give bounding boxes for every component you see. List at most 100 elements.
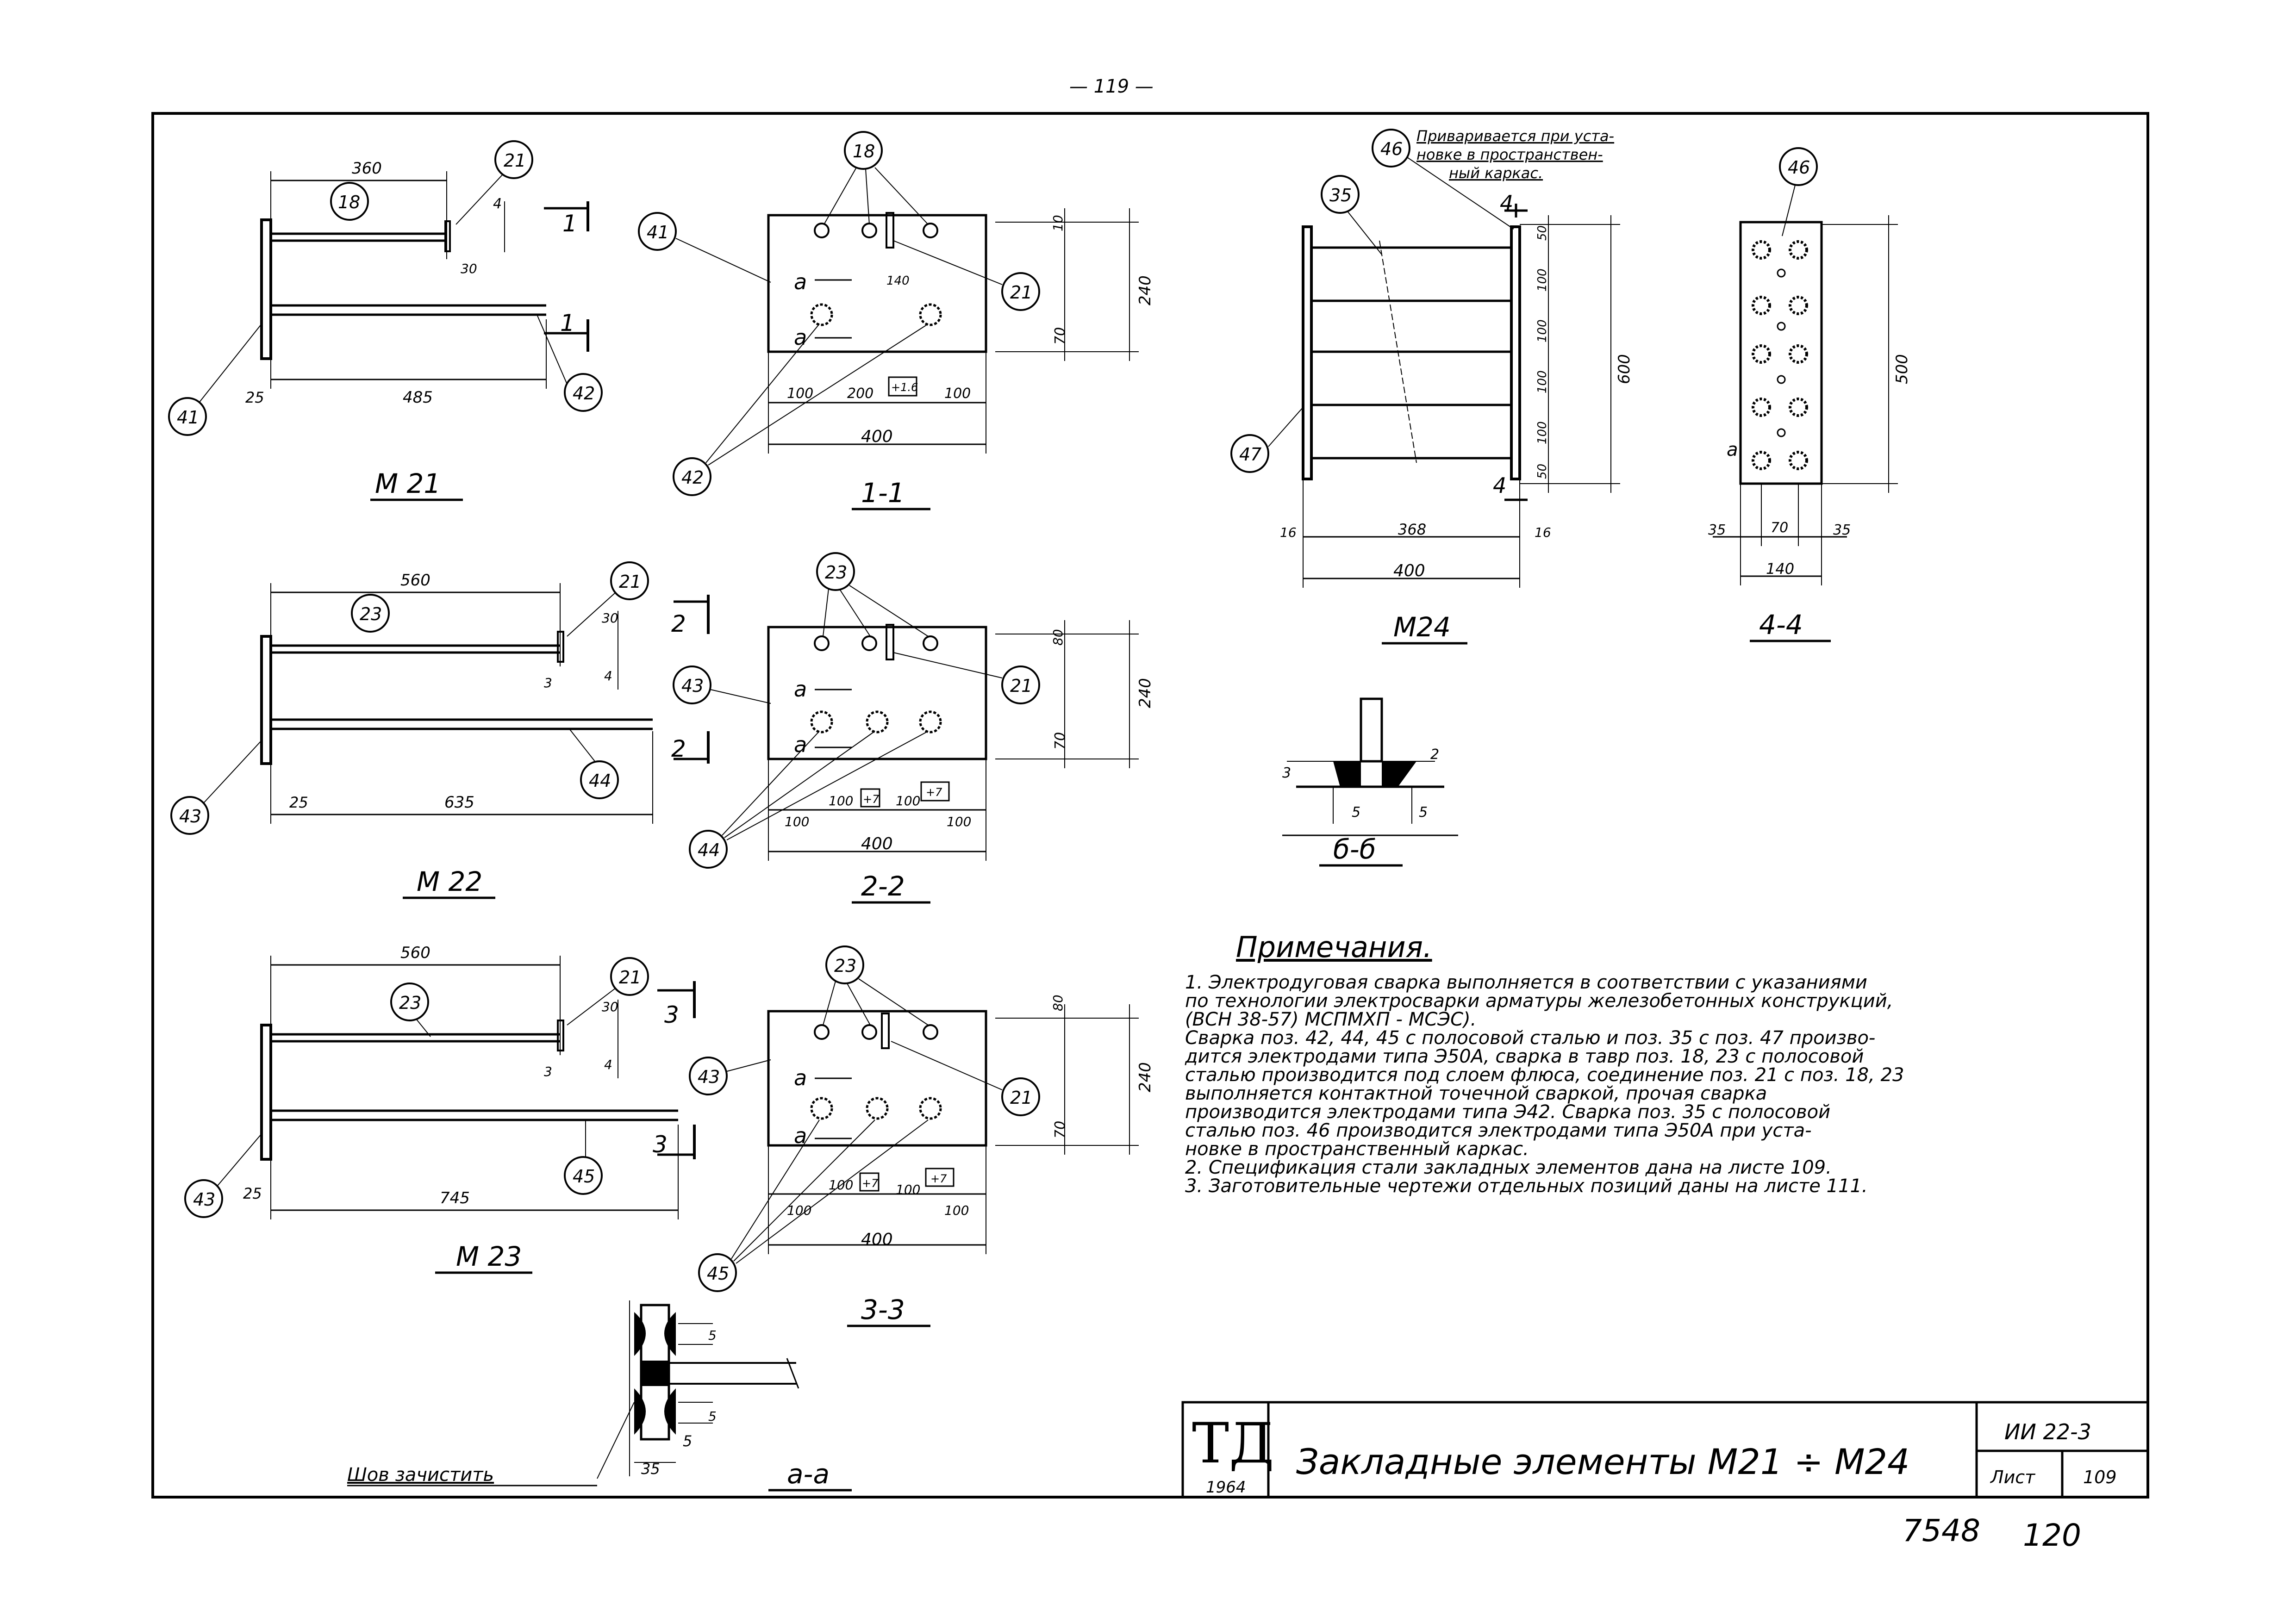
- section-1-1: а а 240 70 10 100 200 +1.6 100 140 400 1…: [638, 131, 1154, 510]
- m24-dim-50a: 50: [1535, 225, 1549, 241]
- s22-dim-70: 70: [1052, 732, 1068, 750]
- pos-21-m23: 21: [619, 967, 641, 988]
- s22-mark-a1: а: [794, 677, 807, 702]
- notes-line: 2. Спецификация стали закладных элементо…: [1185, 1157, 1832, 1178]
- m21-cut-1-bot: 1: [560, 310, 575, 336]
- sheet-frame: [151, 112, 2149, 1499]
- title-sec-bb: б-б: [1333, 833, 1376, 865]
- pos-43-s33: 43: [698, 1067, 720, 1087]
- pos-45-m23: 45: [573, 1166, 595, 1187]
- s44-dim-500: 500: [1893, 354, 1911, 384]
- s44-dim-35a: 35: [1708, 522, 1726, 538]
- m22-cut-2-top: 2: [671, 610, 686, 637]
- bb-dim-5a: 5: [1352, 804, 1360, 821]
- m21-dim-4: 4: [493, 196, 502, 212]
- m21-cut-1-top: 1: [562, 210, 577, 237]
- s11-dim-100a: 100: [787, 386, 813, 402]
- s33-mark-a2: а: [794, 1123, 807, 1148]
- pos-43-s22: 43: [681, 676, 704, 696]
- m23-dim-3: 3: [544, 1064, 552, 1079]
- s22-weld-tag2: +7: [926, 786, 942, 799]
- pos-18-m21: 18: [338, 192, 360, 212]
- m23-elevation: 560 25 745 30 3 4 3 3 23 21 43 45 М 23: [184, 944, 696, 1274]
- m21-dim-30: 30: [461, 261, 477, 276]
- notes-line: Сварка поз. 42, 44, 45 с полосовой сталь…: [1185, 1027, 1876, 1049]
- pos-23-m23: 23: [399, 993, 421, 1013]
- pos-42-s11: 42: [681, 467, 704, 488]
- pos-23-m22: 23: [360, 604, 382, 624]
- title-m22: М 22: [417, 866, 482, 897]
- m21-dim-360: 360: [352, 159, 382, 178]
- pos-42-m21: 42: [573, 383, 595, 404]
- m24-cut-4-bot: 4: [1493, 473, 1506, 498]
- m23-dim-30: 30: [602, 999, 618, 1014]
- notes-line: по технологии электросварки арматуры жел…: [1185, 990, 1893, 1012]
- welded-note-1: Приваривается при уста-: [1416, 127, 1614, 145]
- notes-line: производится электродами типа Э42. Сварк…: [1185, 1101, 1831, 1123]
- s11-dim-140: 140: [886, 274, 910, 288]
- s11-mark-a1: а: [794, 269, 807, 294]
- s33-mark-a1: а: [794, 1065, 807, 1090]
- bb-dim-5b: 5: [1419, 804, 1428, 821]
- notes-line: сталью производится под слоем флюса, сое…: [1185, 1064, 1904, 1086]
- pos-45-s33: 45: [707, 1263, 729, 1284]
- s33-dim-100b: 100: [896, 1182, 920, 1197]
- m24-dim-16b: 16: [1535, 525, 1551, 540]
- s11-dim-200: 200: [847, 386, 873, 402]
- m21-dim-485: 485: [403, 388, 433, 407]
- s22-dim-100d: 100: [947, 814, 971, 829]
- s22-weld-tag1: +7: [863, 793, 880, 806]
- notes-line: выполняется контактной точечной сваркой,…: [1185, 1083, 1767, 1104]
- s33-weld-tag1: +7: [862, 1177, 879, 1190]
- notes-block: Примечания. 1. Электродуговая сварка вып…: [1185, 930, 2157, 1195]
- s22-mark-a2: а: [794, 732, 807, 757]
- title-sec-aa: а-а: [787, 1458, 830, 1490]
- pos-47-m24: 47: [1239, 444, 1261, 465]
- m24-dim-50b: 50: [1535, 464, 1549, 479]
- m23-dim-745: 745: [440, 1189, 470, 1207]
- m21-dim-25: 25: [245, 389, 264, 406]
- notes-line: 1. Электродуговая сварка выполняется в с…: [1185, 972, 1867, 993]
- m23-dim-25: 25: [243, 1185, 262, 1202]
- title-m21: М 21: [375, 468, 441, 499]
- section-2-2: а а 240 70 80 100 +7 100 +7 100 100 400 …: [673, 552, 1154, 904]
- m24-dim-16a: 16: [1280, 525, 1297, 540]
- pos-21-s22: 21: [1010, 676, 1032, 696]
- m24-dim-100b: 100: [1535, 319, 1549, 342]
- pos-46-m24: 46: [1380, 139, 1403, 159]
- s11-mark-a2: а: [794, 325, 807, 350]
- title-m23: М 23: [456, 1241, 522, 1272]
- title-sec-1-1: 1-1: [861, 477, 905, 509]
- tb-year: 1964: [1206, 1478, 1246, 1497]
- pos-43-m23: 43: [193, 1189, 215, 1210]
- m22-elevation: 560 25 635 30 3 4 2 2 23 21 43 44 М 22: [170, 561, 710, 899]
- pos-44-s22: 44: [698, 840, 720, 860]
- m23-cut-3-bot: 3: [653, 1131, 668, 1158]
- weld-clean-label: Шов зачистить: [347, 1464, 494, 1486]
- welded-note-3: ный каркас.: [1449, 164, 1543, 182]
- m23-dim-560: 560: [400, 944, 430, 962]
- s44-dim-70: 70: [1771, 520, 1788, 536]
- page-number: — 119 —: [1069, 76, 1154, 97]
- s44-dim-140: 140: [1766, 560, 1794, 578]
- m24-dim-100c: 100: [1535, 370, 1549, 393]
- section-bb: 3 5 5 2 б-б: [1282, 697, 1458, 867]
- title-m24: М24: [1393, 611, 1451, 643]
- s22-dim-100b: 100: [896, 793, 920, 808]
- footer-left: 7548: [1903, 1513, 1980, 1548]
- title-sec-4-4: 4-4: [1759, 609, 1803, 640]
- m24-elevation: 600 50 100 100 100 100 50 4 4 16 368 16 …: [1230, 127, 1634, 645]
- notes-line: сталью поз. 46 производится электродами …: [1185, 1120, 1812, 1141]
- title-sec-3-3: 3-3: [861, 1294, 905, 1325]
- tb-series: ИИ 22-3: [2004, 1419, 2091, 1444]
- m23-dim-4: 4: [604, 1057, 612, 1072]
- pos-21-s11: 21: [1010, 282, 1032, 303]
- aa-dim-35: 35: [641, 1460, 660, 1478]
- section-4-4: 500 35 70 35 140 а 46 4-4: [1708, 147, 1911, 642]
- aa-dim-5b: 5: [708, 1409, 717, 1424]
- m22-cut-2-bot: 2: [671, 735, 686, 762]
- s44-dim-35b: 35: [1833, 522, 1851, 538]
- s33-dim-70: 70: [1052, 1121, 1068, 1138]
- aa-dim-5a: 5: [708, 1328, 717, 1343]
